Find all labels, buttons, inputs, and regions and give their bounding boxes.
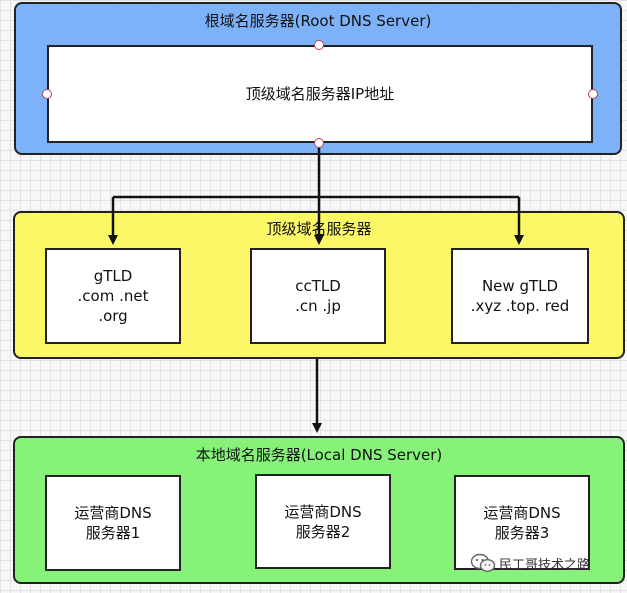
- gtld-label: gTLD .com .net .org: [77, 267, 149, 325]
- tld-server-ip-label: 顶级域名服务器IP地址: [245, 85, 395, 103]
- local-dns-server-title: 本地域名服务器(Local DNS Server): [195, 446, 443, 464]
- isp-dns-server-1-label: 运营商DNS 服务器1: [74, 504, 152, 542]
- wechat-icon: [470, 553, 496, 573]
- cctld-label: ccTLD .cn .jp: [295, 277, 341, 315]
- new-gtld-label: New gTLD .xyz .top. red: [470, 277, 570, 315]
- top-connection-handle[interactable]: [314, 40, 324, 50]
- isp-dns-server-2-label: 运营商DNS 服务器2: [284, 502, 362, 541]
- isp-dns-server-3-box: 运营商DNS 服务器3: [454, 475, 590, 570]
- isp-dns-server-1-box: 运营商DNS 服务器1: [45, 475, 181, 571]
- new-gtld-box: New gTLD .xyz .top. red: [451, 248, 589, 344]
- isp-dns-server-2-box: 运营商DNS 服务器2: [255, 474, 391, 569]
- watermark: 民工哥技术之路: [470, 553, 590, 573]
- bottom-connection-handle[interactable]: [314, 138, 324, 148]
- isp-dns-server-3-label: 运营商DNS 服务器3: [483, 503, 561, 542]
- left-connection-handle[interactable]: [42, 89, 52, 99]
- watermark-text: 民工哥技术之路: [499, 557, 591, 573]
- cctld-box: ccTLD .cn .jp: [250, 248, 386, 344]
- gtld-box: gTLD .com .net .org: [45, 248, 181, 344]
- right-connection-handle[interactable]: [588, 89, 598, 99]
- root-dns-server-title: 根域名服务器(Root DNS Server): [204, 12, 432, 30]
